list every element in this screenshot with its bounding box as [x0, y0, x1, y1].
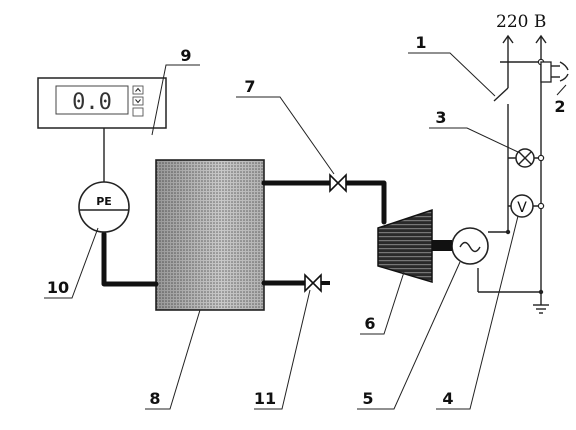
callout-3: 3	[435, 108, 446, 127]
pipework	[101, 180, 387, 287]
callout-10: 10	[47, 278, 69, 297]
controller-display: 0.0	[37, 77, 167, 129]
shaft	[432, 240, 452, 251]
callout-6: 6	[364, 314, 375, 333]
tank	[155, 159, 265, 311]
ground-icon	[533, 292, 549, 314]
callout-4: 4	[442, 389, 453, 408]
generator-icon	[451, 227, 489, 265]
supply-rails	[477, 58, 545, 295]
valve-7-icon	[329, 173, 347, 193]
controller-buttons	[132, 85, 144, 117]
pressure-sensor-icon: PE	[78, 181, 130, 233]
callout-7: 7	[244, 77, 255, 96]
up-button	[132, 85, 144, 95]
callout-9: 9	[180, 46, 191, 65]
socket-icon	[540, 61, 569, 83]
display-reading: 0.0	[72, 90, 112, 115]
callout-numbers: 1 2 3 4 5 6 7 8 9 10 11	[47, 33, 566, 408]
voltmeter-symbol: V	[517, 200, 527, 216]
supply-terminals	[502, 34, 547, 62]
turbine-icon	[377, 208, 433, 284]
sensor-label: PE	[96, 195, 112, 208]
supply-voltage-label: 220 В	[496, 12, 546, 32]
down-button	[132, 96, 144, 106]
voltmeter-icon: V	[510, 194, 534, 218]
lamp-icon	[515, 148, 535, 168]
callout-2: 2	[554, 97, 565, 116]
callout-5: 5	[362, 389, 373, 408]
switch-blade	[493, 87, 509, 102]
callout-11: 11	[254, 389, 276, 408]
callout-8: 8	[149, 389, 160, 408]
set-button	[132, 107, 144, 117]
valve-11-icon	[304, 273, 330, 293]
callout-1: 1	[415, 33, 426, 52]
callout-leaders	[44, 52, 567, 410]
